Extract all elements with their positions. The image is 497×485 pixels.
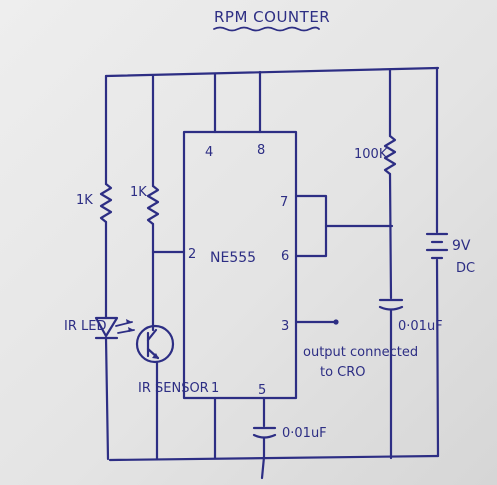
pin-7-label: 7 xyxy=(280,195,288,210)
pin-3-label: 3 xyxy=(281,319,289,334)
r1k-sensor-label: 1K xyxy=(130,185,147,200)
output-label-line2: to CRO xyxy=(320,365,366,380)
resistor-1k-sensor xyxy=(146,184,160,226)
timing-cap-label: 0·01uF xyxy=(398,319,443,334)
pin-6-label: 6 xyxy=(281,249,289,264)
r100k-to-cap-wire xyxy=(388,172,393,300)
led-branch-ground-wire xyxy=(104,336,110,461)
battery-dc-label: DC xyxy=(456,261,475,276)
pin-4-label: 4 xyxy=(205,145,213,160)
output-terminal xyxy=(333,319,339,325)
ctrl-cap-label: 0·01uF xyxy=(282,426,327,441)
ic-name: NE555 xyxy=(210,250,256,266)
ne555-ic xyxy=(182,130,298,400)
pins-7-6-link xyxy=(294,194,328,258)
battery-bottom-wire xyxy=(435,258,440,458)
battery-voltage-label: 9V xyxy=(452,238,471,254)
ir-led-arrow-2 xyxy=(128,327,134,332)
top-rail xyxy=(104,66,440,78)
ir-sensor-emitter-arrow xyxy=(152,353,159,359)
ir-sensor-label: IR SENSOR xyxy=(138,381,209,396)
resistor-100k xyxy=(383,134,397,176)
r100k-label: 100K xyxy=(354,147,388,162)
ir-sensor-collector xyxy=(146,328,158,342)
pin-8-label: 8 xyxy=(257,143,265,158)
ground-lead xyxy=(260,455,266,480)
pin-1-label: 1 xyxy=(211,381,219,396)
pin-5-label: 5 xyxy=(258,383,266,398)
output-label-line1: output connected xyxy=(303,345,418,360)
resistor-1k-led xyxy=(99,182,113,224)
ir-led-label: IR LED xyxy=(64,319,106,334)
r1k-led-label: 1K xyxy=(76,193,93,208)
ir-led-arrow-1 xyxy=(126,319,132,324)
pin-2-label: 2 xyxy=(188,247,196,262)
ir-sensor-icon xyxy=(135,324,175,364)
diagram-title: RPM COUNTER xyxy=(214,8,330,26)
ir-led-icon xyxy=(94,316,119,338)
title-underline xyxy=(213,26,320,32)
bottom-rail xyxy=(108,454,440,462)
